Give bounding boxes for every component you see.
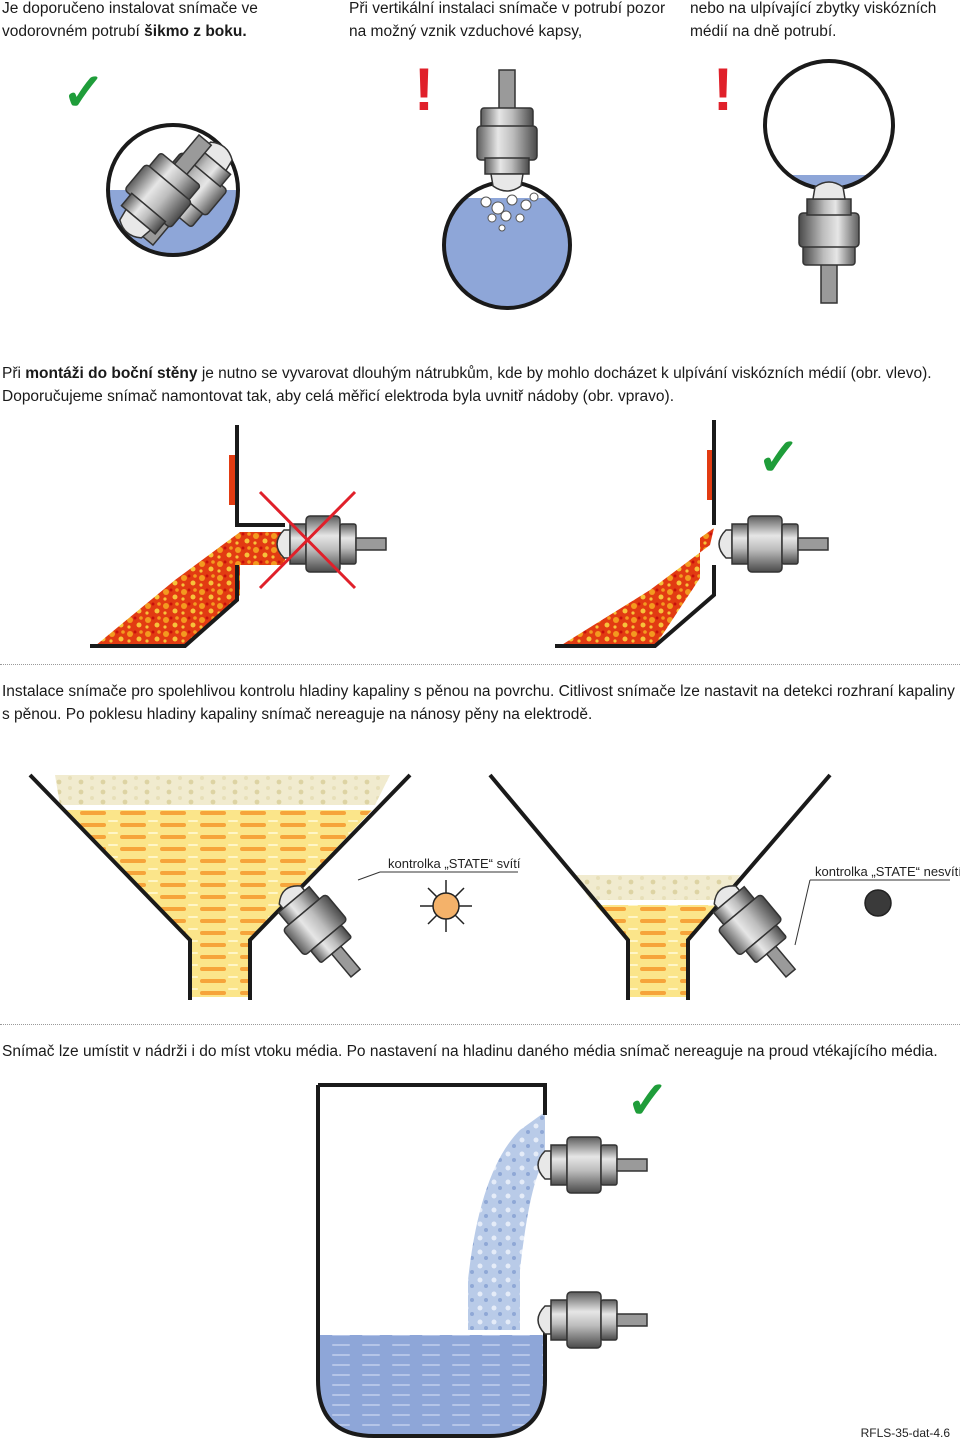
foam-tank-low: [488, 773, 832, 1000]
text-foam-installation: Instalace snímače pro spolehlivou kontro…: [2, 683, 955, 723]
text-side-wall-mounting: Při montáži do boční stěny je nutno se v…: [2, 362, 960, 408]
inflow-tank: [316, 1083, 648, 1438]
pipe-figure-recommended: [103, 120, 249, 260]
text-side-wall-pre: Při: [2, 365, 21, 382]
side-wall-figures: ✓: [90, 420, 829, 648]
lamp-on-icon: [420, 880, 472, 932]
foam-tank-full: [28, 773, 412, 1000]
separator: [0, 1024, 960, 1025]
side-wall-long-nozzle: [90, 425, 387, 648]
foam-tank-figures: kontrolka „STATE“ svítí kontrolka „STATE…: [28, 773, 960, 1000]
lamp-off-label: kontrolka „STATE“ nesvítí: [815, 864, 960, 879]
separator: [0, 664, 960, 665]
text-inflow-placement: Snímač lze umístit v nádrži i do míst vt…: [2, 1043, 938, 1060]
text-side-wall-bold: montáži do boční stěny: [25, 365, 198, 382]
warning-icon: !: [713, 56, 733, 123]
text-recommended-body: Je doporučeno instalovat snímače ve vodo…: [2, 0, 258, 40]
pipe-figure-air-pocket: [442, 69, 572, 310]
pipe-installation-figures: ✓ ! !: [62, 56, 895, 310]
check-icon: ✓: [62, 64, 106, 122]
inflow-tank-figure: ✓: [316, 1072, 670, 1438]
document-code: RFLS-35-dat-4.6: [860, 1426, 950, 1440]
lamp-on-label: kontrolka „STATE“ svítí: [388, 856, 521, 871]
check-icon: ✓: [626, 1072, 670, 1130]
check-icon: ✓: [757, 429, 801, 487]
pipe-figure-bottom-residue: [763, 59, 895, 304]
text-recommended-bold: šikmo z boku.: [144, 23, 247, 40]
text-recommended-horizontal: Je doporučeno instalovat snímače ve vodo…: [2, 0, 332, 43]
warning-icon: !: [414, 56, 434, 123]
text-side-wall-post: je nutno se vyvarovat dlouhým nátrubkům,…: [2, 365, 932, 405]
text-vertical-air-pocket: Při vertikální instalaci snímače v potru…: [349, 0, 666, 40]
lamp-off-icon: [864, 889, 892, 917]
text-viscous-residue: nebo na ulpívající zbytky viskózních méd…: [690, 0, 937, 40]
side-wall-flush-mount: [555, 420, 829, 648]
